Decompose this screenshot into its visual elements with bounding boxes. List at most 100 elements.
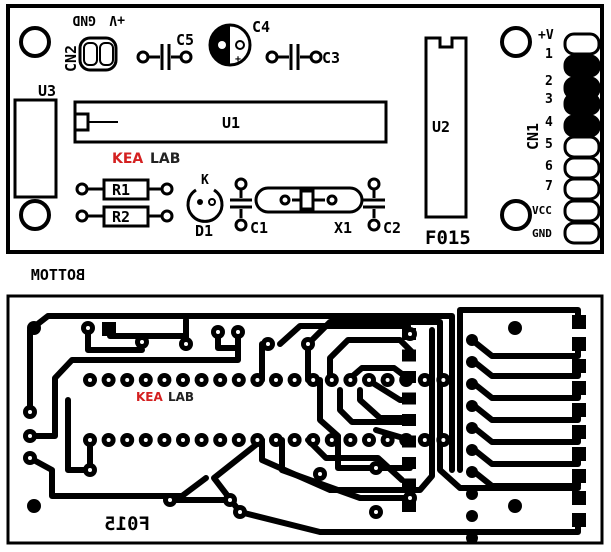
cn1-pad-9 — [572, 491, 586, 505]
u1-pad-bottom-19-hole — [422, 438, 427, 442]
cn2-label: CN2 — [62, 45, 80, 72]
u1-pad-bottom-4-hole — [143, 438, 148, 442]
u1-pad-bottom-8-hole — [218, 438, 223, 442]
c5-label: C5 — [176, 31, 194, 49]
misc-pad-14-hole — [374, 466, 378, 470]
bottom-board-outline — [6, 294, 604, 545]
r1-resistor — [75, 178, 174, 201]
cn1-pad-4 — [572, 381, 586, 395]
misc-pad-5-hole — [236, 330, 240, 334]
u1-pad-top-19-hole — [422, 378, 427, 382]
bottom-mount-hole-tl — [27, 321, 41, 335]
u2-pad-6 — [402, 435, 416, 448]
cn1-trace-pad-4 — [466, 400, 478, 412]
cn1-trace-pad-2 — [466, 356, 478, 368]
c4-label: C4 — [252, 18, 270, 36]
u1-pad-top-12-hole — [292, 378, 297, 382]
cn1-trace-pad-7 — [466, 466, 478, 478]
cn1-pad-1 — [572, 315, 586, 329]
cn1-pin-10 — [563, 221, 601, 245]
u2-pad-3 — [402, 371, 416, 383]
u1-pad-bottom-3-hole — [125, 438, 130, 442]
cn1-pin-vcc: VCC — [532, 204, 552, 217]
u1-pad-bottom-5-hole — [162, 438, 167, 442]
cn1-label: CN1 — [524, 123, 542, 150]
bottom-mount-hole-tr — [508, 321, 522, 335]
cn1-trace-pad-5 — [466, 422, 478, 434]
kealab-logo-top: KEA LAB — [112, 151, 180, 167]
u1-pad-top-7-hole — [199, 378, 204, 382]
u1-pad-top-1-hole — [88, 378, 92, 382]
cn1-pin-plus-v: +V — [538, 28, 554, 43]
cn1-pad-5 — [572, 403, 586, 417]
u2-pad-2 — [402, 349, 416, 362]
c3-label: C3 — [322, 49, 340, 67]
u1-pad-bottom-10-hole — [255, 438, 260, 442]
cn1-pin-6: 6 — [545, 159, 553, 174]
cn1-header — [563, 32, 601, 245]
cn2-pad-2-hole — [28, 434, 32, 438]
x1-label: X1 — [334, 219, 352, 237]
top-layer: CN2 GND +V C5 + C4 — [6, 4, 604, 254]
cn2-pad-1-hole — [28, 410, 32, 414]
u1-pad-top-13-hole — [311, 378, 316, 382]
svg-text:KEA: KEA — [112, 151, 143, 167]
u1-pad-bottom-16-hole — [367, 438, 371, 442]
top-mount-hole-br — [500, 199, 532, 231]
u1-pad-bottom-13-hole — [311, 438, 316, 442]
svg-text:KEA: KEA — [136, 390, 163, 404]
u1-pad-bottom-12-hole — [292, 438, 297, 442]
x1-crystal — [254, 186, 364, 214]
u1-pad-top-11-hole — [274, 378, 278, 382]
u2-pad-7 — [402, 457, 416, 469]
u1-pad-bottom-6-hole — [181, 438, 185, 442]
c2-label: C2 — [383, 219, 401, 237]
svg-text:LAB: LAB — [150, 151, 180, 167]
u1-pad-top-17-hole — [385, 378, 390, 382]
cn1-pin-4 — [563, 92, 601, 116]
u1-pad-top-10-hole — [255, 378, 260, 382]
u1-pad-top-15-hole — [348, 378, 353, 382]
c4-capacitor: + — [208, 23, 252, 67]
cn1-pad-6 — [572, 425, 586, 439]
cn1-trace-pad-10 — [466, 532, 478, 544]
u1-pad-bottom-7-hole — [199, 438, 204, 442]
k-label: K — [201, 173, 209, 188]
cn1-trace-pad-3 — [466, 378, 478, 390]
u3-regulator — [13, 98, 58, 199]
bottom-layer: BOTTOM — [6, 266, 604, 545]
u1-pad-bottom-14-hole — [329, 438, 334, 442]
misc-pad-6-hole — [266, 342, 270, 346]
svg-text:+: + — [235, 54, 241, 65]
u2-chip — [424, 36, 468, 219]
cn1-pad-10 — [572, 513, 586, 527]
cn1-pin-6 — [563, 135, 601, 159]
gnd-v-label: GND — [72, 12, 96, 27]
bottom-board-code: F015 — [104, 513, 150, 535]
u1-pad-bottom-17-hole — [385, 438, 390, 442]
cn1-trace-pad-6 — [466, 444, 478, 456]
u1-pad-top-16-hole — [367, 378, 371, 382]
u1-pad-top-20-hole — [441, 378, 446, 382]
misc-pad-10-hole — [168, 498, 172, 502]
cn1-pin-gnd: GND — [532, 227, 552, 240]
cn1-trace-pad-9 — [466, 510, 478, 522]
misc-pad-3-hole — [184, 342, 188, 346]
misc-pad-8-hole — [408, 332, 412, 336]
cn1-pin-7: 7 — [545, 179, 553, 194]
c1-label: C1 — [250, 219, 268, 237]
u1-pad-bottom-2-hole — [106, 438, 111, 442]
cn1-pin-1: 1 — [545, 47, 553, 62]
misc-pad-12-hole — [228, 498, 232, 502]
r1-label: R1 — [112, 181, 130, 199]
u1-chip — [73, 100, 388, 144]
cn1-pad-7 — [572, 447, 586, 461]
c5-capacitor — [136, 44, 193, 70]
d1-label: D1 — [195, 222, 213, 240]
cn1-pin-8 — [563, 177, 601, 201]
cn1-pin-3: 3 — [545, 92, 553, 107]
u1-pad-top-3-hole — [125, 378, 130, 382]
r2-resistor — [75, 205, 174, 228]
u2-pad-8 — [402, 478, 416, 491]
